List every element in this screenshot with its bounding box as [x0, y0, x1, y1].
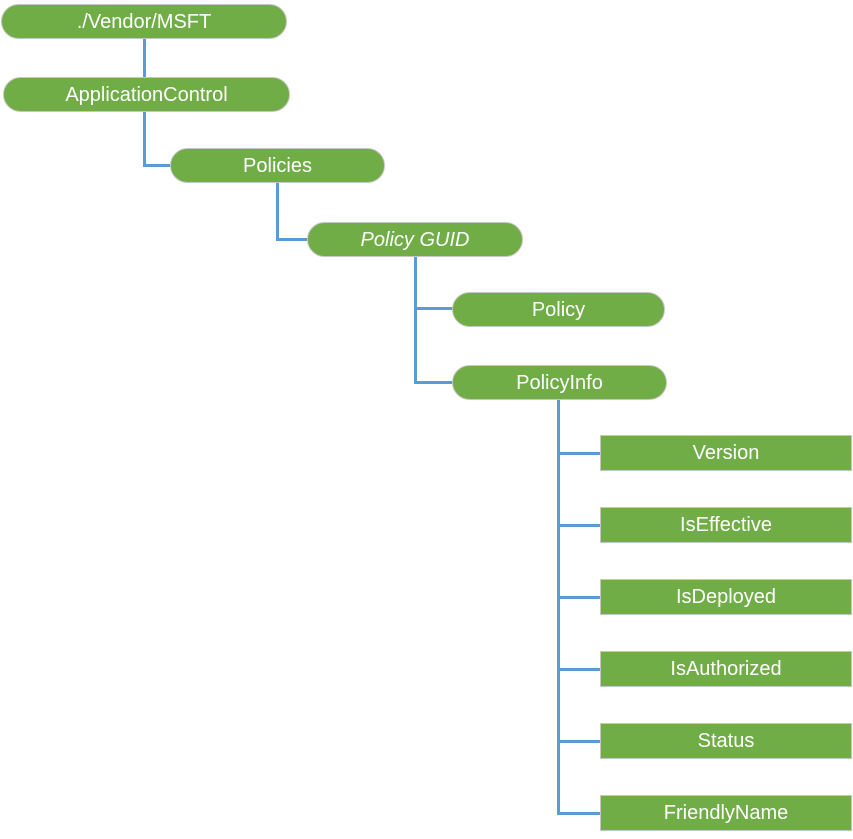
connector-guid-policyinfo-horizontal	[414, 381, 453, 384]
connector-appcontrol-policies-vertical	[143, 112, 146, 167]
connector-guid-policy-horizontal	[414, 307, 453, 310]
connector-branch-version	[557, 452, 601, 455]
connector-policyinfo-trunk-vertical	[557, 400, 560, 815]
connector-branch-status	[557, 740, 601, 743]
node-policy-guid: Policy GUID	[307, 222, 523, 257]
connector-branch-iseffective	[557, 524, 601, 527]
node-policyinfo: PolicyInfo	[452, 365, 667, 400]
connector-policies-guid-horizontal	[276, 238, 308, 241]
node-policies: Policies	[170, 148, 385, 183]
connector-policies-guid-vertical	[276, 183, 279, 241]
node-isauthorized: IsAuthorized	[600, 651, 852, 687]
connector-branch-friendlyname	[557, 812, 601, 815]
node-vendor-msft: ./Vendor/MSFT	[1, 4, 287, 39]
node-status: Status	[600, 723, 852, 759]
connector-branch-isdeployed	[557, 596, 601, 599]
node-applicationcontrol: ApplicationControl	[3, 77, 290, 112]
node-version: Version	[600, 435, 852, 471]
connector-guid-trunk-vertical	[414, 257, 417, 384]
node-isdeployed: IsDeployed	[600, 579, 852, 615]
connector-vendor-appcontrol	[143, 38, 146, 78]
connector-branch-isauthorized	[557, 668, 601, 671]
node-friendlyname: FriendlyName	[600, 795, 852, 831]
connector-appcontrol-policies-horizontal	[143, 164, 171, 167]
node-iseffective: IsEffective	[600, 507, 852, 543]
node-policy: Policy	[452, 292, 665, 327]
